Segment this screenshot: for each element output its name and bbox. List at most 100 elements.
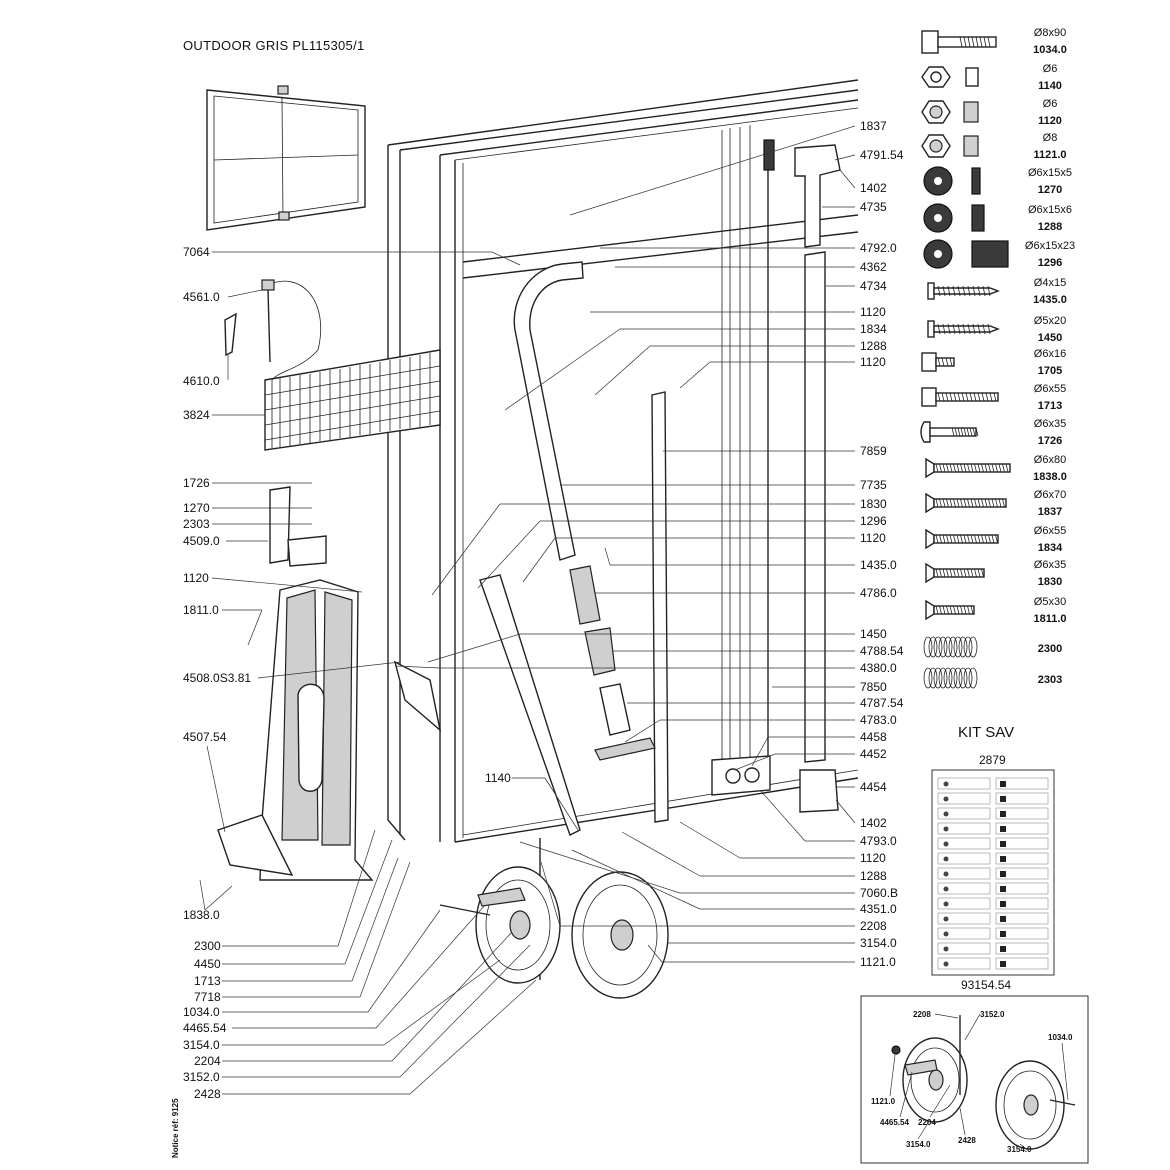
hex-nut-icon (921, 66, 979, 88)
sliding-brackets (711, 144, 841, 813)
hardware-ref: 1811.0 (1033, 613, 1066, 625)
callout-label: 1830 (860, 497, 887, 511)
hardware-size: Ø6x55 (1034, 525, 1066, 537)
callout-label: 1450 (860, 627, 887, 641)
kit-part-icon (1000, 886, 1006, 892)
callout-label: 4465.54 (183, 1021, 227, 1035)
callout-label: 1296 (860, 514, 887, 528)
kit-cell (937, 942, 991, 955)
kit-part-icon (943, 811, 949, 817)
countersunk-bolt-icon (925, 599, 975, 621)
callout-label: 4508.0S3.81 (183, 671, 251, 685)
callout-label: 4735 (860, 200, 887, 214)
callout-label: 3154.0 (860, 936, 897, 950)
callout-label: 4380.0 (860, 661, 897, 675)
callout-label: 1288 (860, 869, 887, 883)
callout-label: 1726 (183, 476, 210, 490)
callout-label: 4793.0 (860, 834, 897, 848)
wheel-assembly (439, 838, 669, 999)
callout-label: 1034.0 (183, 1005, 220, 1019)
kit-cell (995, 822, 1049, 835)
callout-label: 4362 (860, 260, 887, 274)
kit-cell (995, 792, 1049, 805)
hardware-size: Ø6x35 (1034, 418, 1066, 430)
callout-label: 4458 (860, 730, 887, 744)
hardware-ref: 1140 (1038, 80, 1062, 92)
kit-cell (995, 927, 1049, 940)
callout-label: 1288 (860, 339, 887, 353)
kit-cell (995, 897, 1049, 910)
callout-label: 1121.0 (860, 955, 896, 969)
kit-cell (937, 897, 991, 910)
kit-part-icon (1000, 946, 1006, 952)
kit-part-icon (1000, 841, 1006, 847)
hardware-ref: 1034.0 (1033, 44, 1067, 56)
kit-cell (937, 882, 991, 895)
net-post-and-cord (224, 279, 322, 381)
callout-label: 3824 (183, 408, 210, 422)
callout-label: 2428 (194, 1087, 221, 1101)
hardware-ref: 1838.0 (1033, 471, 1067, 483)
kit-cell (937, 867, 991, 880)
kit-cell (937, 912, 991, 925)
kit-sheet (931, 769, 1055, 976)
lock-nut-icon (921, 100, 979, 124)
callout-label: 1120 (860, 851, 886, 865)
kit-part-icon (1000, 871, 1006, 877)
kit-cell (937, 927, 991, 940)
callout-label: 7859 (860, 444, 887, 458)
kit-part-icon (943, 886, 949, 892)
hardware-ref: 1834 (1038, 542, 1063, 554)
callout-label: 1120 (860, 531, 886, 545)
kit-cell (937, 777, 991, 790)
carriage-bolt-icon (920, 421, 979, 443)
kit-cell (995, 837, 1049, 850)
kit-cell (937, 792, 991, 805)
kit-part-icon (943, 841, 949, 847)
hardware-size: Ø6x16 (1034, 348, 1066, 360)
kit-part-icon (1000, 961, 1006, 967)
callout-label: 4610.0 (183, 374, 220, 388)
wheel-kit-reference: 93154.54 (961, 978, 1011, 992)
inset-label: 2204 (918, 1118, 936, 1127)
callout-label: 4452 (860, 747, 887, 761)
washer-icon (923, 239, 1009, 269)
washer-icon (923, 166, 981, 196)
callout-label: 3154.0 (183, 1038, 220, 1052)
callout-label: 4351.0 (860, 902, 897, 916)
hardware-size: Ø6x15x6 (1028, 204, 1072, 216)
callout-label: 7060.B (860, 886, 898, 900)
hardware-size: Ø6 (1043, 98, 1058, 110)
hardware-ref: 1288 (1038, 221, 1062, 233)
callout-label: 1811.0 (183, 603, 219, 617)
callout-label: 7850 (860, 680, 887, 694)
kit-part-icon (1000, 826, 1006, 832)
kit-cell (995, 942, 1049, 955)
callout-label: 7735 (860, 478, 887, 492)
callout-label: 1435.0 (860, 558, 897, 572)
kit-part-icon (943, 901, 949, 907)
callout-label: 1270 (183, 501, 210, 515)
callout-label: 4507.54 (183, 730, 227, 744)
kit-part-icon (943, 961, 949, 967)
callout-label: 4509.0 (183, 534, 220, 548)
kit-part-icon (1000, 781, 1006, 787)
kit-part-icon (943, 946, 949, 952)
left-callouts: 7064 4561.0 4610.0 3824 1726 1270 2303 4… (183, 245, 579, 1101)
washer-icon (923, 203, 985, 233)
hardware-ref: 1726 (1038, 435, 1062, 447)
kit-part-icon (1000, 856, 1006, 862)
kit-part-icon (943, 931, 949, 937)
callout-label: 1838.0 (183, 908, 220, 922)
kit-reference: 2879 (979, 753, 1006, 767)
hardware-size: Ø5x20 (1034, 315, 1066, 327)
inset-label: 1121.0 (871, 1097, 896, 1106)
kit-cell (937, 807, 991, 820)
wheel-kit-inset: 2208 3152.0 1034.0 1121.0 4465.54 2204 2… (860, 995, 1089, 1164)
callout-label: 1140 (485, 771, 511, 785)
kit-part-icon (1000, 916, 1006, 922)
callout-label: 4734 (860, 279, 887, 293)
callout-label: 1837 (860, 119, 887, 133)
spring-icon (923, 636, 978, 658)
hardware-ref: 1270 (1038, 184, 1062, 196)
